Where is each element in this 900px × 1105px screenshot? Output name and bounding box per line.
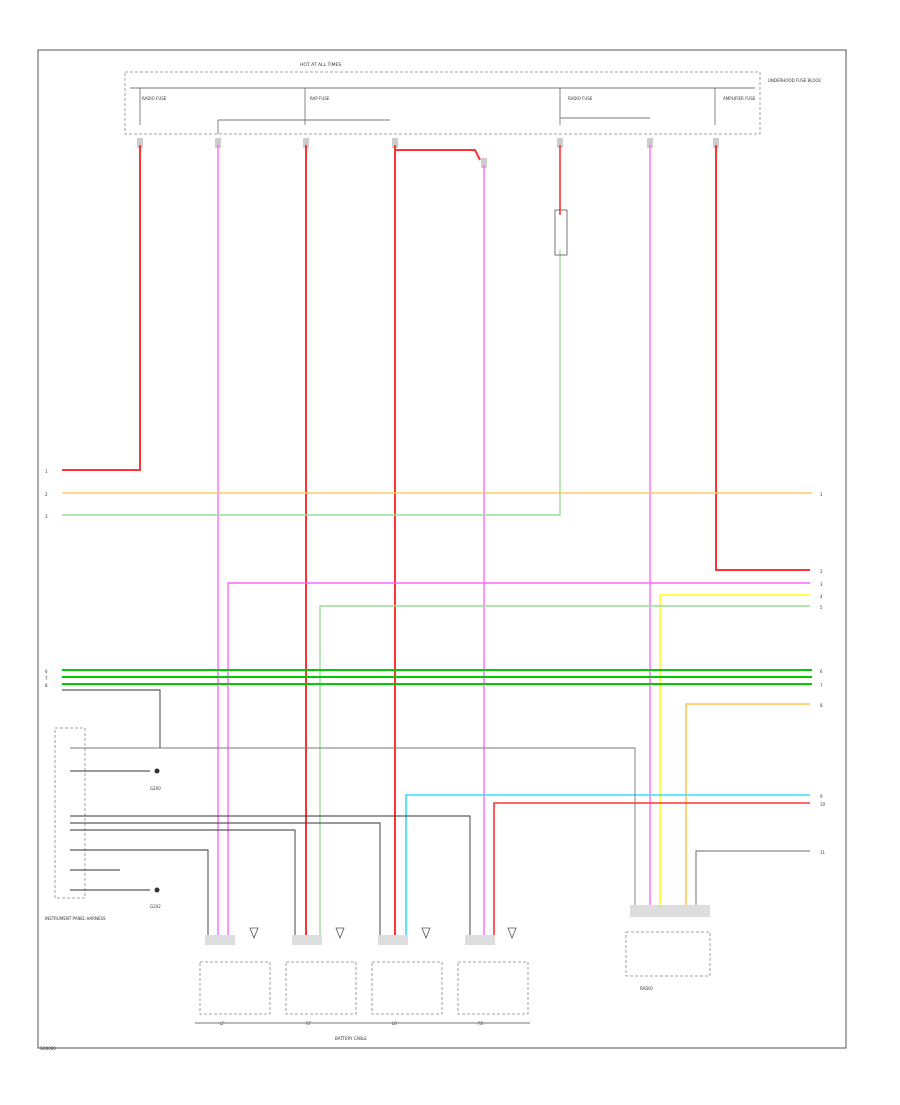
harness-note: INSTRUMENT PANEL HARNESS [45,916,106,921]
speaker-lf: LF [199,927,271,1026]
speaker-lr-label: LR [392,1021,397,1026]
svg-text:7: 7 [45,676,48,681]
wire-light-green-2 [319,605,810,940]
radio-unit: RADIO [625,905,711,991]
chassis-label: BATTERY CABLE [335,1036,367,1041]
wire-yellow-1 [659,594,810,910]
connector-stubs [137,138,719,168]
corner-code: G00000 [40,1046,56,1051]
svg-text:6: 6 [820,669,823,674]
wire-light-green-1 [62,250,561,516]
fuse-block-box [124,71,761,135]
svg-text:2: 2 [820,569,823,574]
speaker-rr-label: RR [478,1021,484,1026]
speaker-rr: RR [457,927,529,1026]
ground-label-1: G200 [150,786,161,791]
svg-text:3: 3 [45,514,48,519]
svg-text:11: 11 [820,850,826,855]
wire-red-5 [493,802,810,940]
svg-text:7: 7 [820,683,823,688]
speaker-lf-label: LF [220,1021,225,1026]
outer-box-label: HOT AT ALL TIMES [300,62,341,68]
svg-text:10: 10 [820,802,826,807]
speaker-lr: LR [371,927,443,1026]
speaker-rf: RF [285,927,357,1026]
wire-pink-4 [227,582,810,940]
wire-red-jumper [395,149,481,161]
wire-light-blue [405,794,810,940]
svg-text:3: 3 [820,582,823,587]
ground-wiring [54,689,636,940]
inline-connector [554,209,568,256]
svg-text:6: 6 [45,669,48,674]
wire-red-1 [62,145,141,471]
svg-text:8: 8 [820,703,823,708]
ground-label-2: G202 [150,904,161,909]
wire-red-4 [715,145,810,571]
speaker-connectors [205,935,495,945]
svg-text:9: 9 [820,794,823,799]
fuse-block-label: UNDERHOOD FUSE BLOCK [768,78,821,83]
fuse-label-1: RADIO FUSE [142,96,167,101]
fuse-label-4: AMPLIFIER FUSE [723,96,756,101]
fuse-block-internal-lines [130,87,755,134]
wire-gray-1 [695,850,810,910]
diagram-frame [37,49,847,1049]
fuse-label-2: RAP FUSE [310,96,330,101]
left-terminals: 1 2 3 6 7 8 [45,469,48,688]
fuse-label-3: RADIO FUSE [568,96,593,101]
right-terminals: 1 2 3 4 5 6 7 8 9 10 11 [820,492,826,855]
svg-text:1: 1 [820,492,823,497]
svg-text:1: 1 [45,469,48,474]
svg-text:5: 5 [820,605,823,610]
svg-text:2: 2 [45,492,48,497]
radio-label: RADIO [640,986,653,991]
wire-orange-2 [685,703,810,910]
svg-text:4: 4 [820,594,823,599]
green-bus [62,669,812,685]
svg-text:8: 8 [45,683,48,688]
speaker-rf-label: RF [306,1021,312,1026]
